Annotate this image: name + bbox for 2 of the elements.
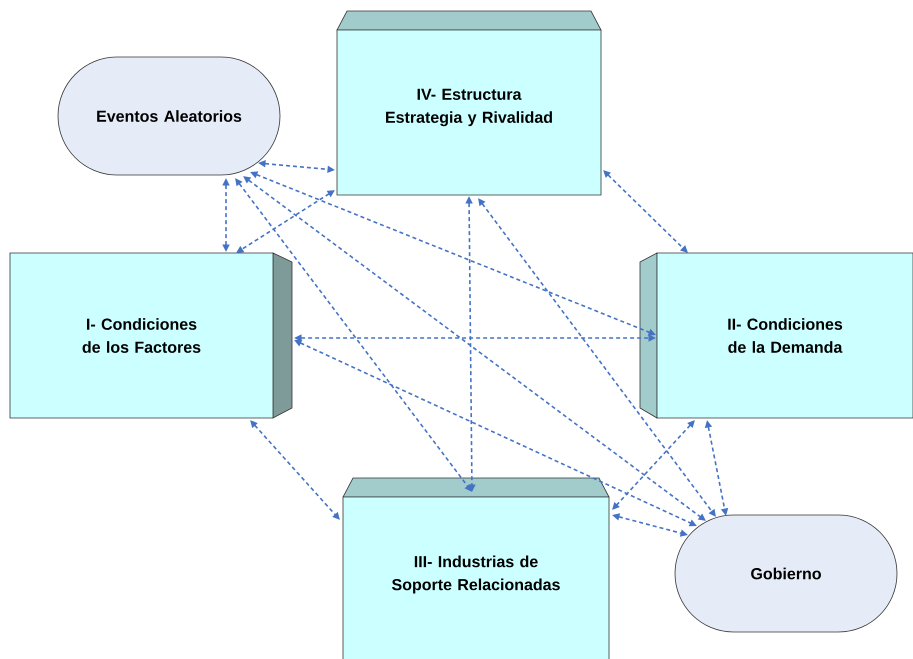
rounded-box: Eventos Aleatorios — [58, 56, 280, 176]
rounded-box: Gobierno — [674, 514, 898, 632]
